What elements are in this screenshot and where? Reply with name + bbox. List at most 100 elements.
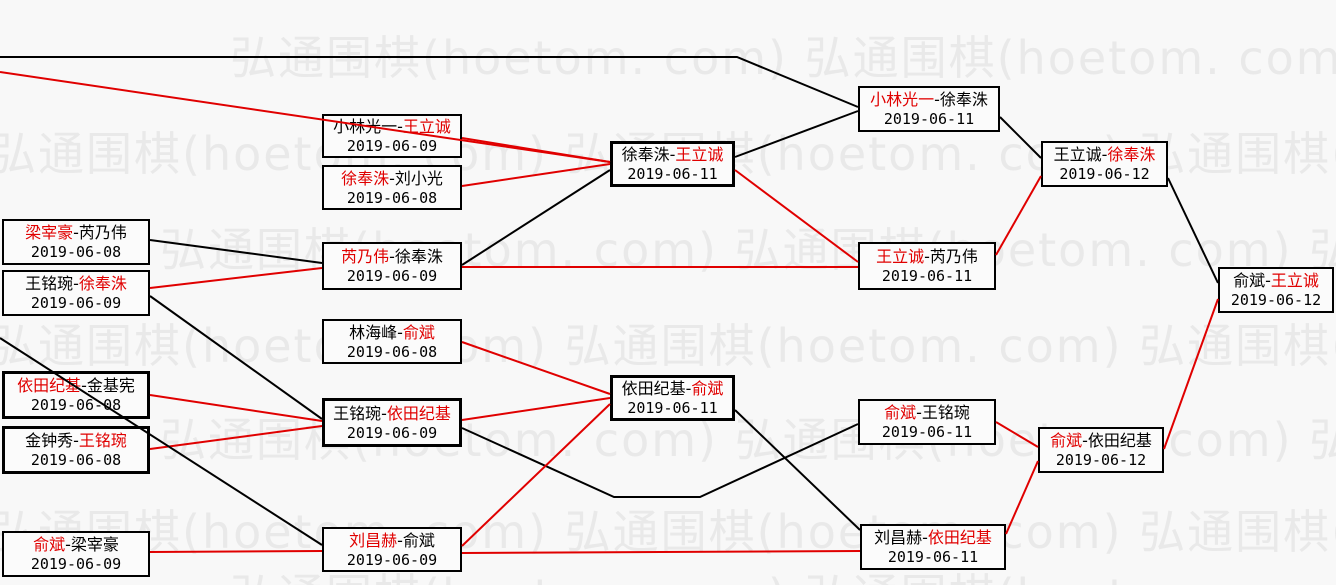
player2-name: 金基宪 [86,376,135,395]
players-separator: - [922,528,928,547]
player1-name: 刘昌赫 [874,528,923,547]
players-separator: - [669,145,676,164]
player1-name: 俞斌 [884,403,917,422]
player1-name: 俞斌 [33,535,66,554]
players-separator: - [397,530,403,550]
player1-name: 王立诚 [1053,145,1102,164]
match-date: 2019-06-11 [881,423,973,441]
players-separator: - [1082,431,1088,450]
players-separator: - [389,168,395,188]
match-players: 王铭琬-徐奉洙 [25,274,127,294]
player1-name: 依田纪基 [17,376,82,395]
players-separator: - [685,379,692,398]
match-players: 徐奉洙-刘小光 [341,169,443,189]
players-separator: - [1101,145,1108,164]
match-players: 徐奉洙-王立诚 [622,145,724,165]
match-date: 2019-06-12 [1059,165,1150,183]
players-separator: - [389,247,395,266]
players-separator: - [381,403,387,423]
match-date: 2019-06-11 [883,110,975,128]
player2-name: 徐奉洙 [78,274,127,293]
player1-name: 梁宰豪 [25,223,74,242]
player1-name: 林海峰 [349,322,398,342]
player2-name: 王立诚 [675,145,724,164]
player2-name: 依田纪基 [386,403,451,423]
player2-name: 徐奉洙 [394,247,443,266]
player1-name: 刘昌赫 [349,530,398,550]
player1-name: 王立诚 [876,247,925,266]
match-date: 2019-06-09 [346,423,438,442]
player2-name: 依田纪基 [1087,431,1152,450]
player2-name: 芮乃伟 [78,223,127,242]
match-date: 2019-06-11 [881,267,973,285]
match-players: 王立诚-徐奉洙 [1054,145,1156,165]
match-date: 2019-06-11 [887,548,979,566]
player1-name: 王铭琬 [333,403,382,423]
player1-name: 徐奉洙 [341,168,390,188]
player2-name: 俞斌 [691,379,724,398]
player2-name: 徐奉洙 [1107,145,1156,164]
match-players: 王铭琬-依田纪基 [333,404,451,424]
player1-name: 小林光一 [870,90,935,109]
player1-name: 小林光一 [333,117,398,136]
players-separator: - [916,403,922,422]
match-players: 俞斌-依田纪基 [1050,431,1152,451]
player1-name: 王铭琬 [25,274,74,293]
player1-name: 俞斌 [1050,431,1083,450]
players-separator: - [934,90,940,109]
player1-name: 芮乃伟 [341,247,390,266]
player2-name: 俞斌 [402,530,435,550]
match-date: 2019-06-08 [30,243,122,261]
players-separator: - [397,322,403,342]
match-date: 2019-06-08 [30,451,122,469]
match-date: 2019-06-12 [1230,291,1322,309]
match-date: 2019-06-12 [1055,451,1147,469]
match-players: 依田纪基-俞斌 [622,379,724,399]
player2-name: 王立诚 [1270,271,1319,290]
player2-name: 依田纪基 [927,528,992,547]
match-players: 芮乃伟-徐奉洙 [341,247,443,267]
match-date: 2019-06-09 [30,555,122,573]
match-date: 2019-06-11 [627,399,718,417]
match-date: 2019-06-09 [346,267,438,285]
match-date: 2019-06-08 [30,396,122,414]
match-date: 2019-06-08 [346,188,438,207]
player2-name: 刘小光 [394,168,443,188]
players-separator: - [1265,271,1271,290]
player2-name: 梁宰豪 [70,535,119,554]
match-date: 2019-06-09 [346,550,438,569]
match-players: 俞斌-王铭琬 [884,403,970,423]
players-separator: - [73,274,79,293]
match-players: 刘昌赫-依田纪基 [874,528,992,548]
player1-name: 徐奉洙 [621,145,670,164]
match-players: 小林光一-徐奉洙 [870,90,988,110]
player2-name: 俞斌 [402,322,435,342]
player2-name: 王立诚 [402,117,451,136]
match-date: 2019-06-08 [346,342,438,361]
player2-name: 王铭琬 [78,431,127,450]
player1-name: 俞斌 [1233,271,1266,290]
match-players: 俞斌-王立诚 [1233,271,1319,291]
